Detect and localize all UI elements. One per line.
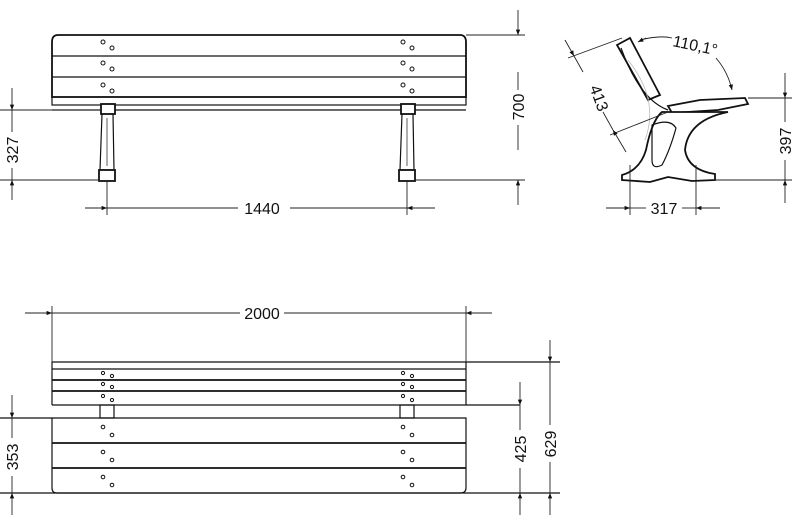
dim-side-seat-height: 397 [778, 128, 795, 155]
side-view: 110,1° 413 397 317 [564, 33, 795, 218]
left-bracket [99, 404, 115, 419]
dim-length: 2000 [244, 306, 280, 323]
back-holes [100, 39, 415, 94]
seat-top [0, 417, 560, 494]
backrest-top [51, 361, 560, 406]
dim-back-length: 413 [586, 83, 611, 114]
backrest-side [615, 36, 662, 102]
right-leg [398, 103, 416, 182]
dim-front-height: 700 [511, 94, 528, 121]
top-view: 2000 353 425 629 [0, 306, 560, 515]
dim-front-seat-height: 327 [5, 137, 22, 164]
dim-seat-depth: 353 [5, 444, 22, 471]
front-view: 700 327 1440 [0, 10, 528, 218]
cast-leg [621, 111, 729, 183]
seat-edge [51, 96, 467, 106]
dim-depth-inner: 425 [513, 436, 530, 463]
left-leg [98, 103, 116, 182]
seat-side [666, 97, 750, 114]
dim-depth-total: 629 [543, 431, 560, 458]
dim-leg-spacing: 1440 [244, 201, 280, 218]
top-holes [100, 370, 415, 488]
leg-cutout [651, 121, 677, 168]
dim-back-angle: 110,1° [671, 33, 719, 59]
dim-foot-spacing: 317 [651, 201, 678, 218]
right-bracket [399, 404, 415, 419]
